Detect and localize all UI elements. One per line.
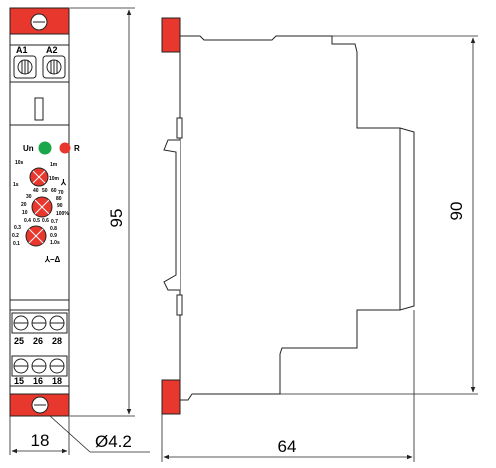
knob2-label: 80 [56, 196, 62, 202]
knob2-label: 70 [58, 190, 64, 196]
star-delta-label: ⅄−Δ [44, 255, 61, 264]
led-relay-icon [59, 142, 71, 154]
knob2-label: 100% [56, 211, 69, 217]
led-relay-label-visible: R [74, 144, 80, 153]
terminal-16-label: 16 [33, 376, 43, 386]
terminal-a1-label: A1 [16, 45, 28, 55]
hole-leader-line [49, 415, 91, 453]
label-slot [34, 97, 44, 121]
led-power-icon [38, 141, 52, 155]
front-view [9, 7, 71, 417]
knob3-label: 0.7 [51, 219, 58, 225]
hole-diameter-label: Ø4.2 [95, 432, 132, 451]
knob2-label: 60 [51, 188, 57, 194]
terminal-26-label: 26 [33, 336, 43, 346]
side-bottom-clip [161, 379, 181, 415]
knob3-label: 0.9 [50, 233, 57, 239]
knob3-label: 0.6 [42, 218, 49, 224]
time-range-knob-icon [29, 167, 49, 187]
terminal-25-label: 25 [14, 336, 24, 346]
knob1-label: 1m [50, 162, 58, 168]
knob2-label: 90 [57, 203, 63, 209]
knob3-label: 0.5 [33, 218, 40, 224]
knob1-label: 10s [15, 160, 24, 166]
knob3-label: 0.3 [14, 225, 21, 231]
knob2-label: 30 [26, 194, 32, 200]
percent-knob-icon [31, 196, 53, 218]
knob3-label: 0.4 [24, 218, 31, 224]
width-18-label: 18 [31, 431, 50, 450]
knob3-label: 0.2 [12, 233, 19, 239]
height-90-label: 90 [447, 202, 466, 221]
knob3-label: 0.1 [13, 241, 20, 247]
knob2-label: 10 [22, 210, 28, 216]
terminal-28-label: 28 [52, 336, 62, 346]
knob2-label: 40 [33, 188, 39, 194]
knob3-label: 1.0s [50, 240, 60, 246]
knob3-label: 0.8 [50, 226, 57, 232]
knob2-label: 50 [42, 188, 48, 194]
led-power-label: Un [23, 144, 34, 153]
output-terminals-top [11, 312, 68, 334]
knob1-label: 10m [49, 176, 60, 182]
star-symbol: ⅄ [60, 178, 67, 187]
side-view [161, 17, 415, 415]
side-body-outline [179, 35, 415, 401]
transfer-time-knob-icon [25, 225, 47, 247]
side-top-clip [161, 17, 181, 53]
terminal-15-label: 15 [14, 376, 24, 386]
output-terminals-bottom [11, 355, 68, 377]
knob2-label: 20 [21, 202, 27, 208]
terminal-18-label: 18 [52, 376, 62, 386]
knob1-label: 1s [13, 182, 19, 188]
terminal-a2-label: A2 [46, 45, 58, 55]
height-95-label: 95 [107, 209, 126, 228]
depth-64-label: 64 [278, 437, 297, 456]
